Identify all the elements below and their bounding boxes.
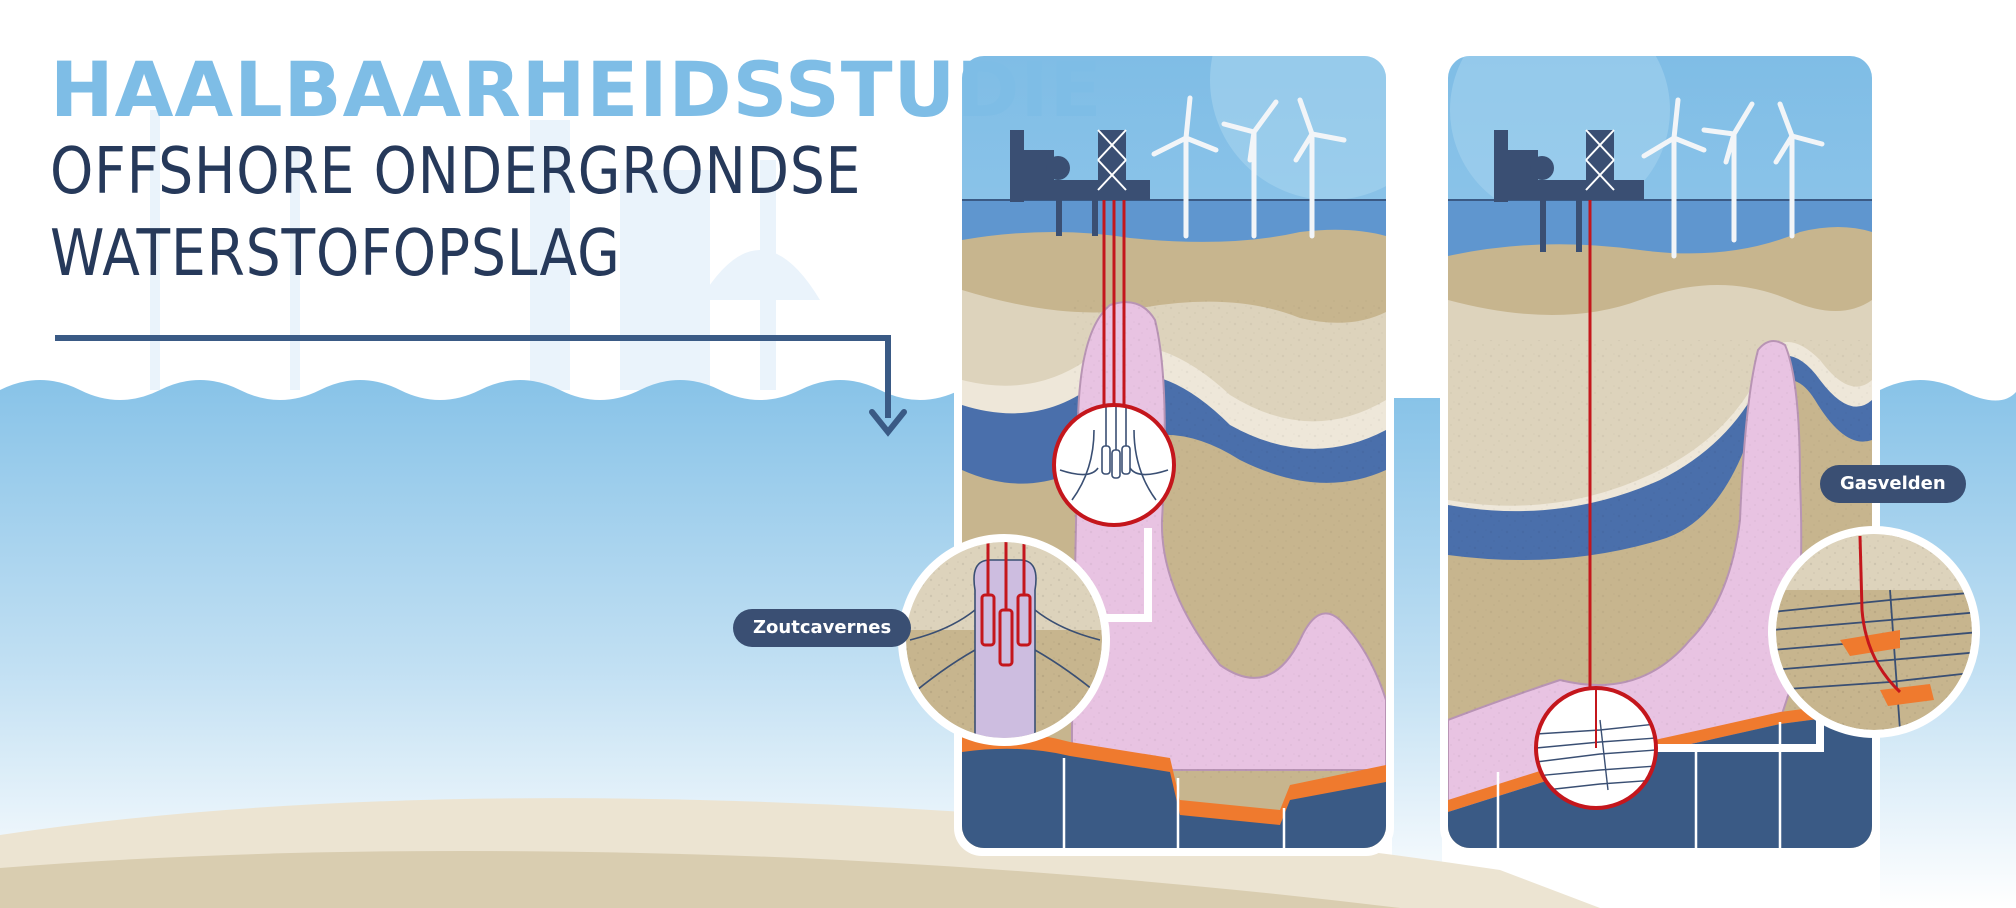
headline-arrow bbox=[55, 335, 907, 437]
wind-turbine-icon bbox=[1641, 97, 1707, 259]
sea-wave-surface bbox=[0, 380, 960, 908]
title-line-feasibility: HAALBAARHEIDSSTUDIE bbox=[50, 45, 1103, 134]
faults bbox=[1496, 722, 1782, 848]
platform-derrick-lattice bbox=[1585, 129, 1615, 191]
magnifier-salt-small bbox=[1052, 403, 1176, 527]
basement-rock bbox=[962, 748, 1386, 848]
wind-turbines bbox=[1151, 95, 1347, 239]
magnifier-gas-small bbox=[1534, 686, 1658, 810]
title-line-hydrogen: WATERSTOFOPSLAG bbox=[50, 217, 621, 291]
title-line-offshore: OFFSHORE ONDERGRONDSE bbox=[50, 135, 862, 209]
seabed-dune-front bbox=[0, 850, 1400, 908]
wind-turbine-icon bbox=[1293, 97, 1347, 239]
label-gas-fields: Gasvelden bbox=[1820, 465, 1966, 503]
wells bbox=[1102, 198, 1126, 430]
arrow-down-icon bbox=[869, 409, 907, 437]
gas-platform-icon bbox=[1494, 130, 1644, 252]
faults bbox=[1062, 758, 1286, 848]
wind-turbine-icon bbox=[1221, 99, 1279, 239]
panel-gas-fields bbox=[1448, 56, 1872, 848]
wind-turbine-icon bbox=[1151, 95, 1219, 239]
platform-derrick-lattice bbox=[1097, 129, 1127, 191]
magnifier-salt-large bbox=[898, 534, 1110, 746]
wind-turbines bbox=[1641, 97, 1825, 259]
wind-turbine-icon bbox=[1701, 101, 1755, 243]
connector-salt bbox=[1104, 528, 1152, 622]
faint-industry-silhouette bbox=[150, 110, 820, 390]
label-salt-caverns: Zoutcavernes bbox=[733, 609, 912, 647]
gas-platform-icon bbox=[1010, 130, 1150, 236]
magnifier-gas-large bbox=[1768, 526, 1980, 738]
sea-gap bbox=[1392, 398, 1442, 908]
wind-turbine-icon bbox=[1773, 101, 1825, 239]
